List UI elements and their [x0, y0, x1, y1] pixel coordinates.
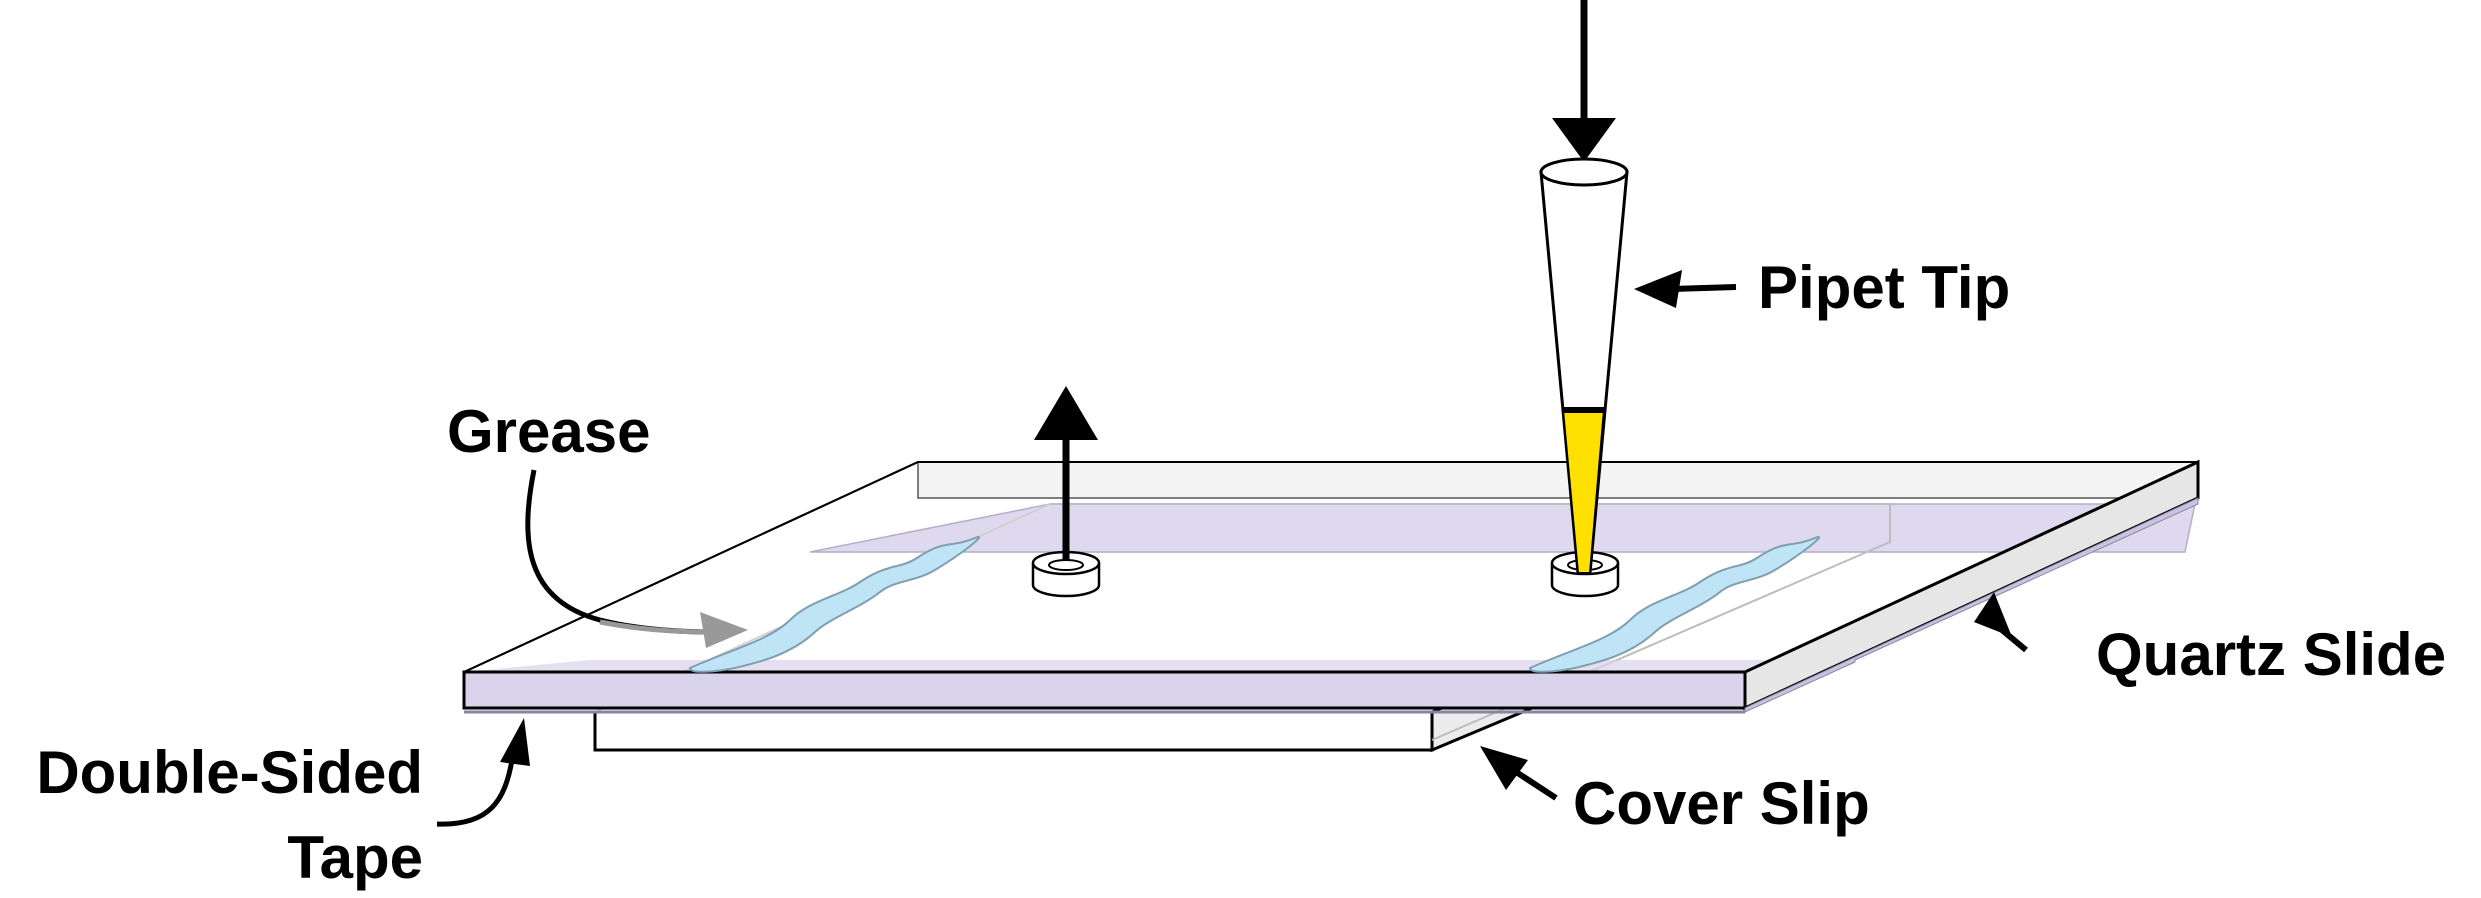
- tape-side-edge: [1744, 497, 2199, 713]
- label-tape: Tape: [287, 824, 423, 891]
- outlet-hole: [1031, 550, 1101, 598]
- label-double-sided: Double-Sided: [36, 739, 423, 806]
- label-pointers: [436, 270, 2028, 827]
- label-grease: Grease: [447, 398, 651, 465]
- inflow-arrow: [1552, 0, 1616, 162]
- cover-slip-pointer-head: [1480, 746, 1528, 790]
- label-pipet-tip: Pipet Tip: [1758, 254, 2010, 321]
- cover-slip-front-face: [593, 710, 1434, 752]
- inlet-hole: [1550, 550, 1620, 598]
- grease-streak-left: [688, 536, 981, 673]
- tape-strip-back: [809, 503, 2196, 553]
- pipet-tip-pointer-head: [1634, 270, 1682, 308]
- tape-pointer-curve: [436, 759, 515, 827]
- grease-pointer-tail: [599, 619, 711, 635]
- pipet-tip-pointer-shaft: [1671, 284, 1737, 292]
- label-quartz-slide: Quartz Slide: [2096, 621, 2446, 688]
- outflow-arrow-head: [1034, 386, 1098, 440]
- outflow-arrow: [1034, 386, 1098, 560]
- grease-streaks: [688, 536, 1821, 673]
- grease-pointer-head: [700, 612, 748, 648]
- pipet-tip-opening: [1539, 157, 1629, 187]
- inflow-arrow-head: [1552, 118, 1616, 162]
- tape-strip-front-top: [464, 660, 1855, 672]
- quartz-slide: [462, 459, 2200, 741]
- quartz-slide-front-face: [462, 670, 1747, 710]
- quartz-slide-back-edge: [917, 461, 2199, 499]
- label-cover-slip: Cover Slip: [1573, 770, 1870, 837]
- tape-pointer-head: [500, 718, 530, 766]
- grease-streak-right: [1528, 536, 1821, 673]
- cover-slip-outline-through-slide: [1050, 503, 1891, 741]
- quartz-slide-pointer-head: [1974, 592, 2012, 637]
- pipet-tip: [1539, 157, 1629, 575]
